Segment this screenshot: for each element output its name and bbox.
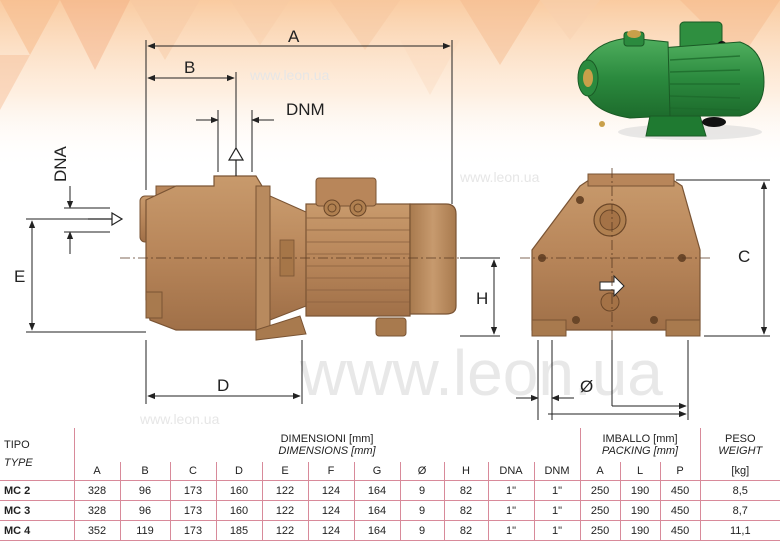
col-header-pack-l: L [619, 462, 661, 481]
col-header-pack-p: P [659, 462, 701, 481]
value-cell: 160 [215, 500, 262, 521]
packing-header-en: PACKING [mm] [601, 445, 679, 457]
weight-header-it: PESO [724, 433, 756, 445]
dim-label-dnm: DNM [286, 100, 325, 119]
col-header-g: G [353, 462, 400, 481]
col-header-e: E [261, 462, 308, 481]
dimensions-header: DIMENSIONI [mm] DIMENSIONS [mm] [73, 428, 581, 462]
type-header-en: TYPE [4, 457, 33, 469]
value-cell: 173 [169, 480, 216, 501]
pack-cell: 250 [579, 500, 621, 521]
value-cell: 1" [487, 480, 534, 501]
col-header-d: D [215, 462, 262, 481]
type-header-it: TIPO [4, 439, 30, 451]
value-cell: 124 [307, 520, 354, 541]
value-cell: 122 [261, 500, 308, 521]
col-header-dnm: DNM [533, 462, 581, 481]
watermark-small-mid: www.leon.ua [459, 169, 540, 185]
pack-cell: 250 [579, 520, 621, 541]
watermark-small: www.leon.ua [139, 411, 220, 427]
value-cell: 352 [73, 520, 120, 541]
table-row: MC 4 352 119 173 185 122 124 164 9 82 1"… [0, 520, 780, 541]
dim-label-a: A [288, 27, 300, 46]
dim-label-o: Ø [580, 377, 593, 396]
value-cell: 185 [215, 520, 262, 541]
pack-cell: 190 [619, 520, 661, 541]
col-header-c: C [169, 462, 216, 481]
value-cell: 82 [443, 520, 488, 541]
value-cell: 1" [533, 500, 581, 521]
value-cell: 164 [353, 480, 400, 501]
dim-label-h: H [476, 289, 488, 308]
weight-cell: 8,7 [699, 500, 780, 521]
pack-cell: 450 [659, 480, 701, 501]
pack-cell: 450 [659, 500, 701, 521]
table-row: MC 3 328 96 173 160 122 124 164 9 82 1" … [0, 500, 780, 521]
pack-cell: 190 [619, 480, 661, 501]
value-cell: 9 [399, 480, 444, 501]
col-header-h: H [443, 462, 488, 481]
value-cell: 119 [119, 520, 170, 541]
value-cell: 173 [169, 500, 216, 521]
dim-label-b: B [184, 58, 195, 77]
value-cell: 124 [307, 480, 354, 501]
weight-cell: 11,1 [699, 520, 780, 541]
value-cell: 328 [73, 500, 120, 521]
value-cell: 9 [399, 500, 444, 521]
value-cell: 9 [399, 520, 444, 541]
table-row: MC 2 328 96 173 160 122 124 164 9 82 1" … [0, 480, 780, 501]
col-header-a: A [73, 462, 120, 481]
dim-label-e: E [14, 267, 25, 286]
weight-header-en: WEIGHT [718, 445, 763, 457]
dim-label-c: C [738, 247, 750, 266]
type-header: TIPO TYPE [0, 428, 74, 481]
value-cell: 96 [119, 480, 170, 501]
col-header-b: B [119, 462, 170, 481]
watermark-large: www.leon.ua [299, 337, 663, 409]
packing-header-it: IMBALLO [mm] [602, 433, 678, 445]
col-header-dna: DNA [487, 462, 534, 481]
pump-dimension-drawing: www.leon.ua www.leon.ua www.leon.ua www.… [0, 0, 780, 428]
model-cell: MC 3 [0, 500, 74, 521]
value-cell: 122 [261, 520, 308, 541]
col-header-kg: [kg] [699, 462, 780, 481]
value-cell: 122 [261, 480, 308, 501]
pack-cell: 250 [579, 480, 621, 501]
value-cell: 173 [169, 520, 216, 541]
dim-label-dna: DNA [51, 145, 70, 182]
value-cell: 1" [533, 480, 581, 501]
value-cell: 1" [487, 500, 534, 521]
value-cell: 164 [353, 520, 400, 541]
dimensions-header-it: DIMENSIONI [mm] [280, 433, 374, 445]
value-cell: 1" [533, 520, 581, 541]
value-cell: 160 [215, 480, 262, 501]
value-cell: 82 [443, 480, 488, 501]
dimension-lines [26, 40, 770, 420]
pack-cell: 450 [659, 520, 701, 541]
model-cell: MC 2 [0, 480, 74, 501]
pack-cell: 190 [619, 500, 661, 521]
col-header-pack-a: A [579, 462, 621, 481]
weight-cell: 8,5 [699, 480, 780, 501]
value-cell: 96 [119, 500, 170, 521]
value-cell: 164 [353, 500, 400, 521]
col-header-f: F [307, 462, 354, 481]
value-cell: 328 [73, 480, 120, 501]
model-cell: MC 4 [0, 520, 74, 541]
weight-header: PESO WEIGHT [699, 428, 780, 462]
packing-header: IMBALLO [mm] PACKING [mm] [579, 428, 701, 462]
col-header-diameter: Ø [399, 462, 444, 481]
dimensions-header-en: DIMENSIONS [mm] [278, 445, 376, 457]
value-cell: 124 [307, 500, 354, 521]
value-cell: 82 [443, 500, 488, 521]
specification-table: TIPO TYPE DIMENSIONI [mm] DIMENSIONS [mm… [0, 428, 780, 541]
pump-side-view [88, 146, 470, 341]
pump-product-photo [577, 21, 765, 140]
value-cell: 1" [487, 520, 534, 541]
watermark-small-top: www.leon.ua [249, 67, 330, 83]
pump-front-view [520, 168, 712, 340]
dim-label-d: D [217, 376, 229, 395]
